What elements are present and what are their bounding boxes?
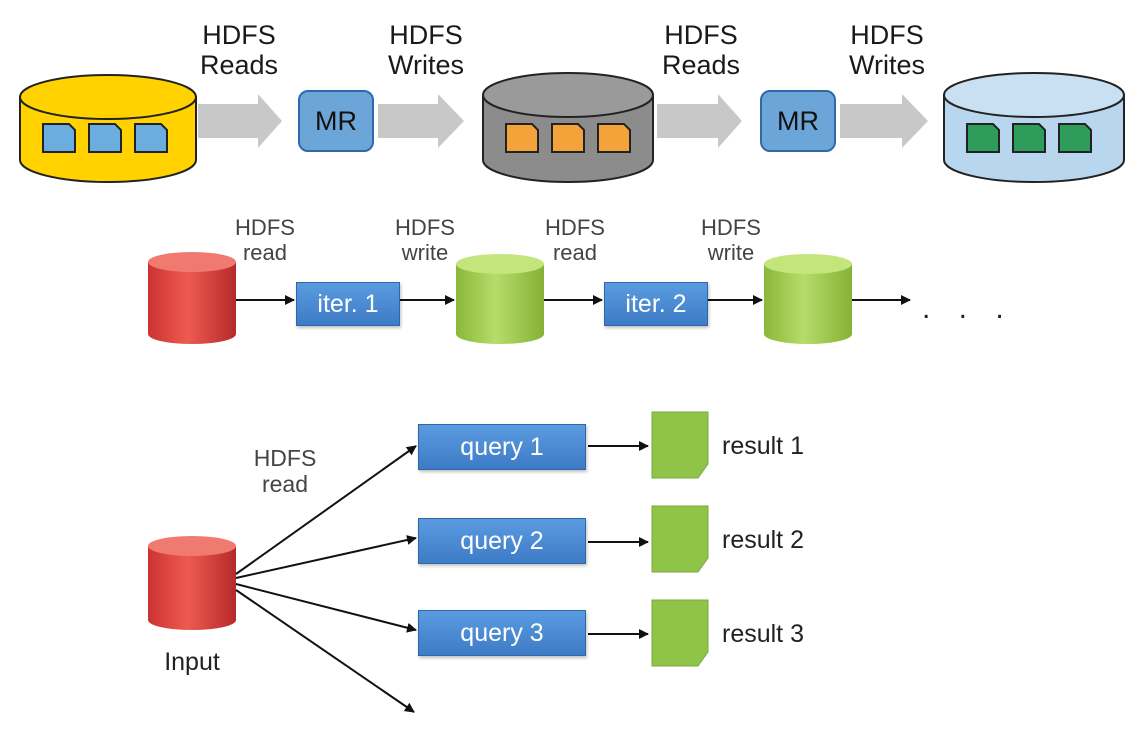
mr-database-2 [482, 72, 654, 183]
label-line: HDFS [545, 215, 605, 240]
mr-arrow-3 [657, 94, 742, 148]
iter-label-4: HDFS write [676, 215, 786, 265]
label-line: Reads [661, 50, 741, 81]
mr-box-2: MR [760, 90, 836, 152]
mr-arrow-label-3: HDFS Reads [636, 20, 766, 80]
result-label-3: result 3 [722, 620, 804, 648]
result-doc-icon-2 [651, 505, 709, 573]
mr-data-blocks-2 [505, 123, 631, 153]
iter-label-2: HDFS write [370, 215, 480, 265]
label-line: HDFS [664, 20, 738, 50]
iter-label-1: HDFS read [210, 215, 320, 265]
label-line: read [552, 239, 598, 265]
iter-box-2: iter. 2 [604, 282, 708, 326]
query-input-cylinder [148, 536, 236, 630]
mr-box-1: MR [298, 90, 374, 152]
label-line: HDFS [389, 20, 463, 50]
iter-box-1: iter. 1 [296, 282, 400, 326]
label-line: HDFS [202, 20, 276, 50]
input-label: Input [164, 648, 220, 676]
label-line: HDFS [395, 215, 455, 240]
result-label-1: result 1 [722, 432, 804, 460]
mr-data-blocks-3 [966, 123, 1092, 153]
query-arrow-2 [235, 535, 417, 579]
iter-input-cylinder [148, 252, 236, 344]
label-line: Writes [848, 50, 925, 81]
result-doc-icon-3 [651, 599, 709, 667]
mr-data-blocks-1 [42, 123, 168, 153]
query-box-2: query 2 [418, 518, 586, 564]
label-line: HDFS [701, 215, 761, 240]
query-arrow-4 [235, 589, 415, 713]
label-line: HDFS [235, 215, 295, 240]
ellipsis: . . . [922, 292, 1014, 325]
query-arrow-3 [235, 583, 417, 633]
label-line: read [261, 470, 309, 497]
query-box-1: query 1 [418, 424, 586, 470]
iter-output-cylinder-2 [764, 254, 852, 344]
label-line: write [707, 239, 755, 265]
mr-arrow-label-2: HDFS Writes [361, 20, 491, 80]
mr-arrow-label-1: HDFS Reads [174, 20, 304, 80]
label-line: write [401, 239, 449, 265]
label-line: read [242, 239, 288, 265]
mr-arrow-label-4: HDFS Writes [822, 20, 952, 80]
label-line: HDFS [253, 445, 317, 471]
query-read-label: HDFS read [230, 445, 340, 498]
iter-label-3: HDFS read [520, 215, 630, 265]
result-doc-icon-1 [651, 411, 709, 479]
label-line: HDFS [850, 20, 924, 50]
result-label-2: result 2 [722, 526, 804, 554]
query-arrow-1 [235, 445, 417, 575]
mr-arrow-4 [840, 94, 928, 148]
query-box-3: query 3 [418, 610, 586, 656]
iter-output-cylinder-1 [456, 254, 544, 344]
mr-database-3 [943, 72, 1125, 183]
label-line: Reads [199, 50, 279, 81]
mr-arrow-2 [378, 94, 464, 148]
label-line: Writes [387, 50, 464, 81]
mr-arrow-1 [198, 94, 282, 148]
